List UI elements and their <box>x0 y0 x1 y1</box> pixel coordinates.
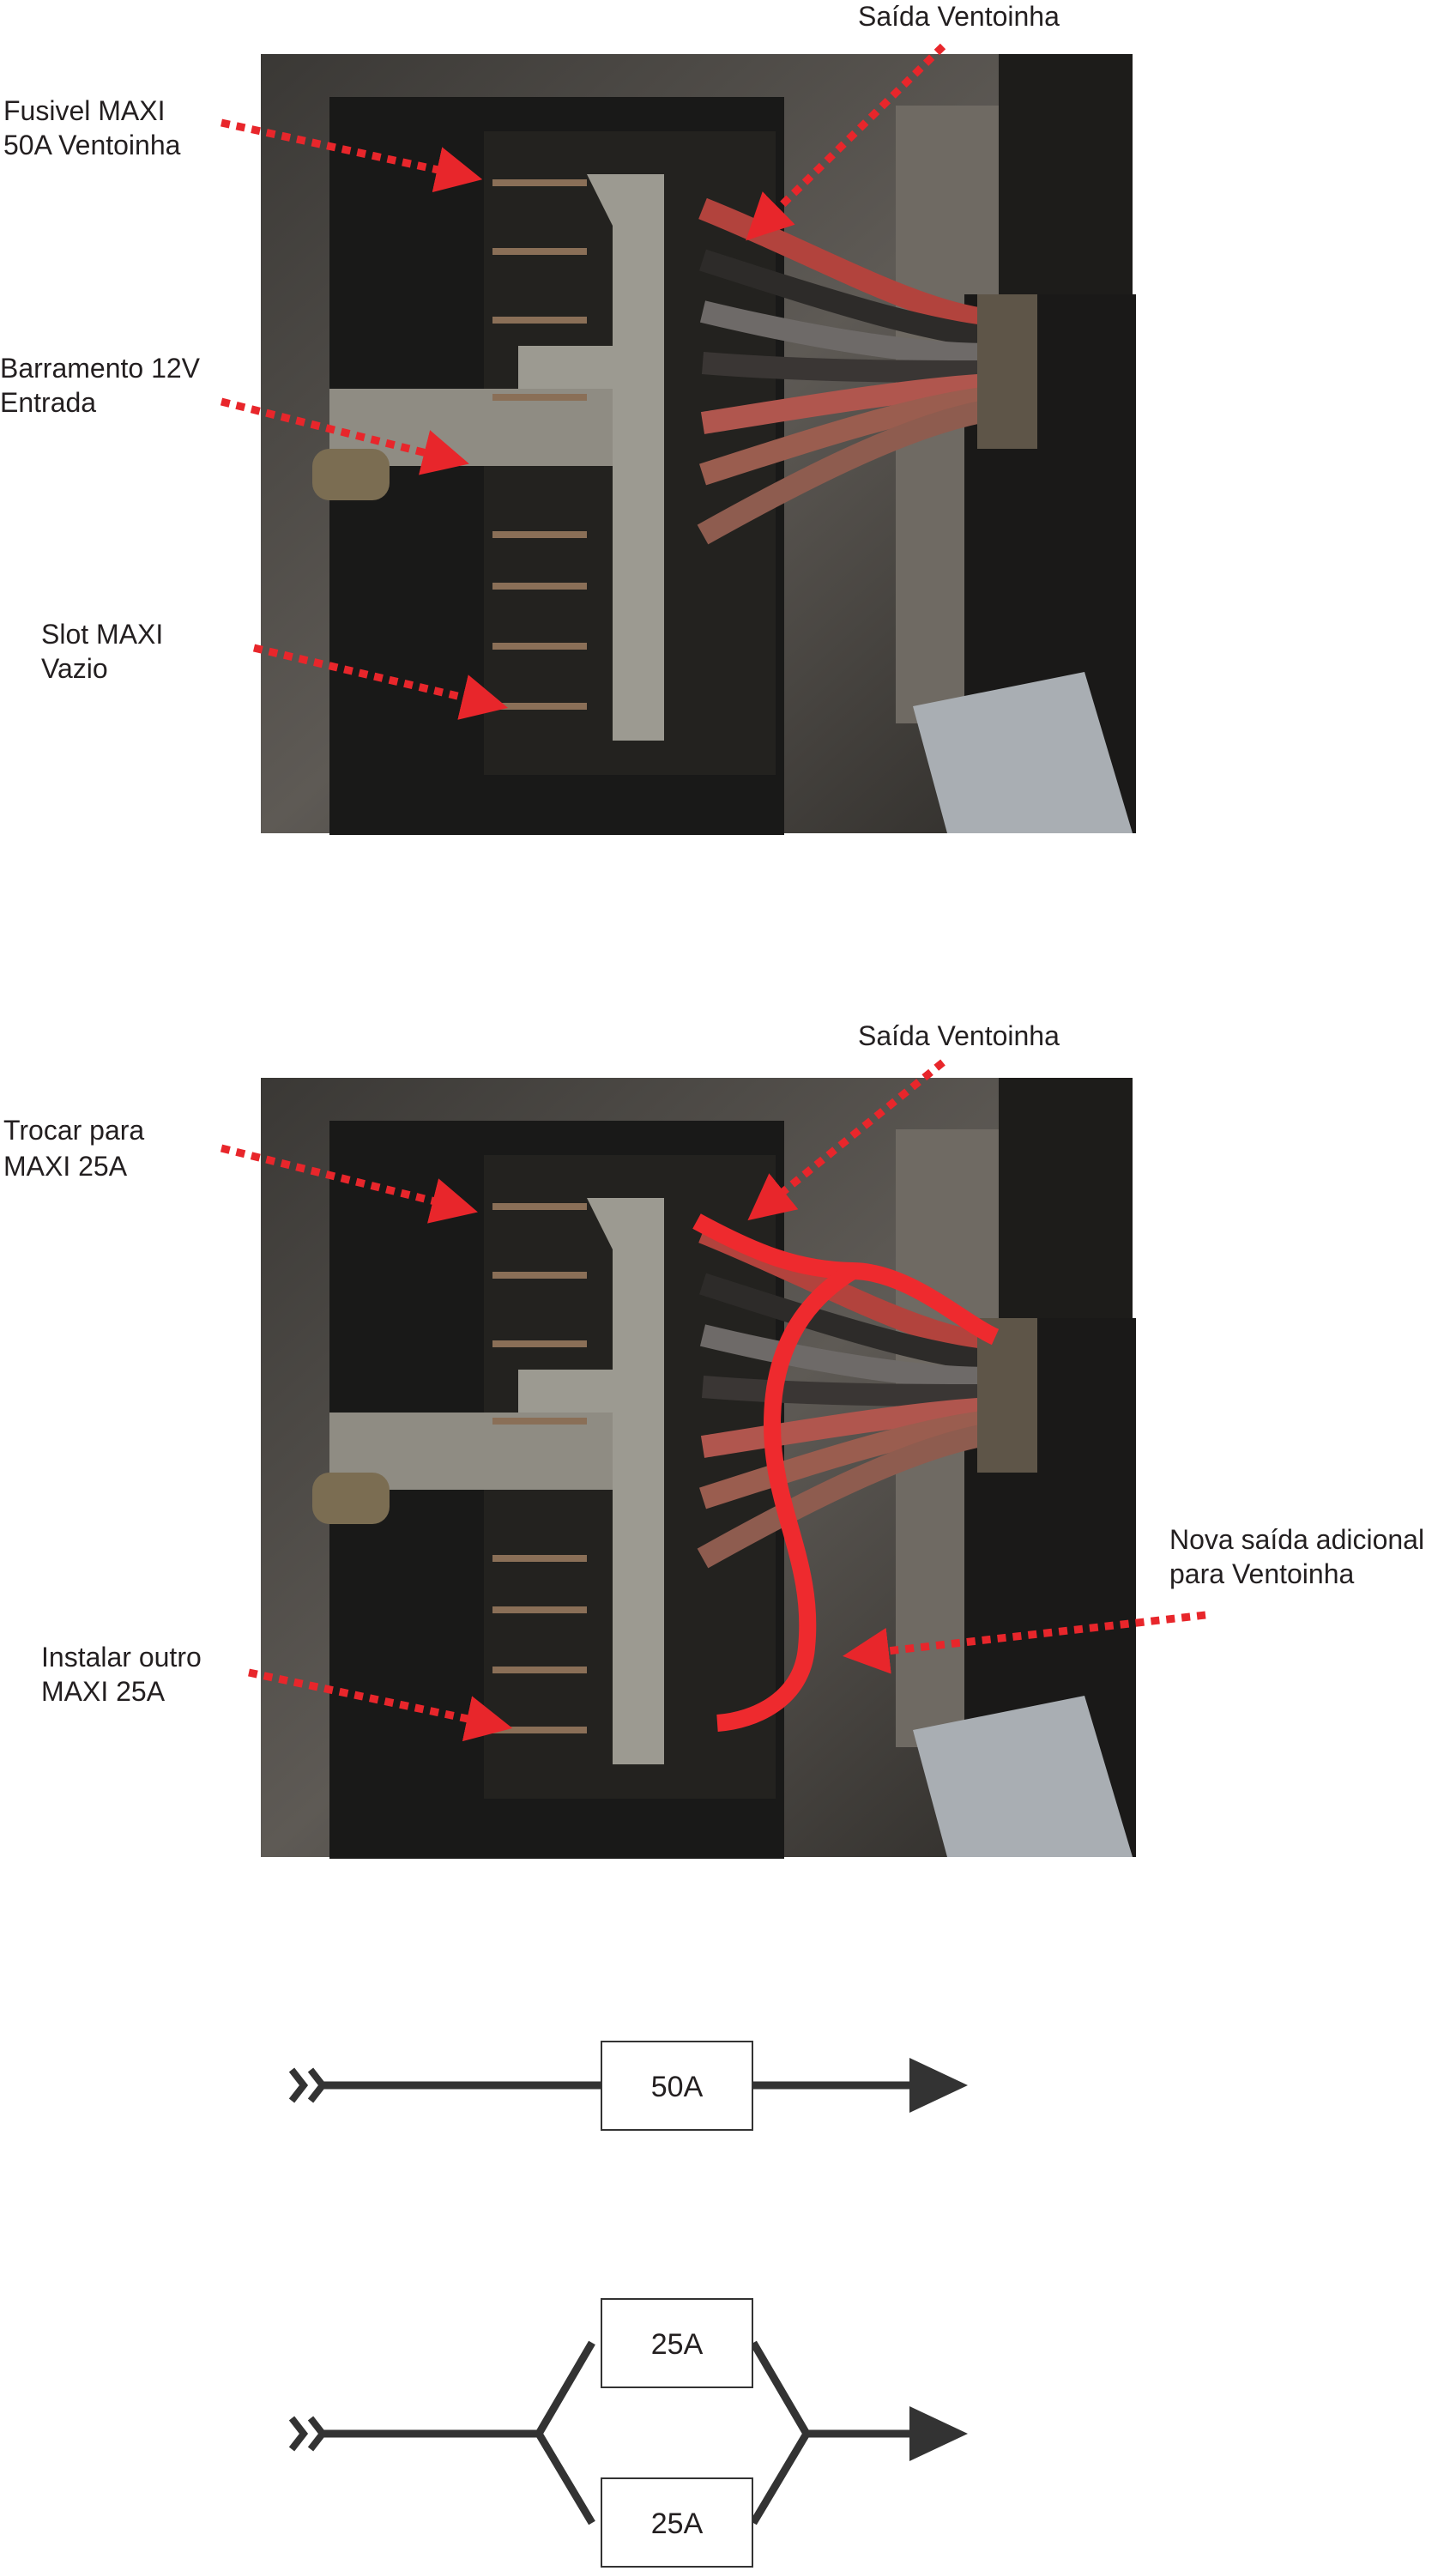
fuse-label-25a-top: 25A <box>651 2328 704 2361</box>
annotations-photo1: Saída Ventoinha Fusivel MAXI 50A Ventoin… <box>0 1 1060 720</box>
label-bus-line1: Barramento 12V <box>0 353 201 384</box>
label-swap-line2: MAXI 25A <box>3 1151 128 1182</box>
fuse-label-50a: 50A <box>651 2071 704 2103</box>
label-new-line2: para Ventoinha <box>1169 1558 1355 1589</box>
arrow-swap <box>220 1144 478 1224</box>
arrow-bus <box>220 397 469 475</box>
label-slot-line2: Vazio <box>41 653 108 684</box>
fuse-label-25a-bottom: 25A <box>651 2507 704 2540</box>
label-output-2: Saída Ventoinha <box>858 1020 1060 1051</box>
fuse-box-25a-top <box>601 2298 753 2388</box>
label-output: Saída Ventoinha <box>858 1 1060 32</box>
label-bus-line2: Entrada <box>0 387 96 418</box>
label-slot-line1: Slot MAXI <box>41 619 163 650</box>
label-swap-line1: Trocar para <box>3 1115 144 1146</box>
photo-fusebox-after <box>261 1078 1136 1859</box>
schematic-single-fuse: 50A <box>288 2041 968 2131</box>
output-arrow-icon <box>909 2058 968 2113</box>
arrow-output-2 <box>747 1059 945 1221</box>
label-install-line1: Instalar outro <box>41 1642 202 1673</box>
arrow-install <box>248 1668 513 1742</box>
arrow-new <box>843 1611 1206 1674</box>
label-new-line1: Nova saída adicional <box>1169 1524 1424 1555</box>
output-arrow-icon-2 <box>909 2406 968 2461</box>
input-chevron-icon-2 <box>288 2416 328 2452</box>
label-fuse-line1: Fusivel MAXI <box>3 95 165 126</box>
input-chevron-icon <box>288 2067 328 2103</box>
annotations-photo2: Saída Ventoinha Trocar para MAXI 25A Nov… <box>3 1020 1424 1742</box>
label-fuse-line2: 50A Ventoinha <box>3 130 181 160</box>
fuse-box-25a-bottom <box>601 2477 753 2568</box>
arrow-slot <box>252 644 509 720</box>
arrow-fuse <box>221 118 483 193</box>
fuse-box-50a <box>601 2041 753 2131</box>
schematic-dual-fuse: 25A 25A <box>288 2298 968 2568</box>
label-install-line2: MAXI 25A <box>41 1676 166 1707</box>
new-wire-branch <box>716 1263 858 1732</box>
